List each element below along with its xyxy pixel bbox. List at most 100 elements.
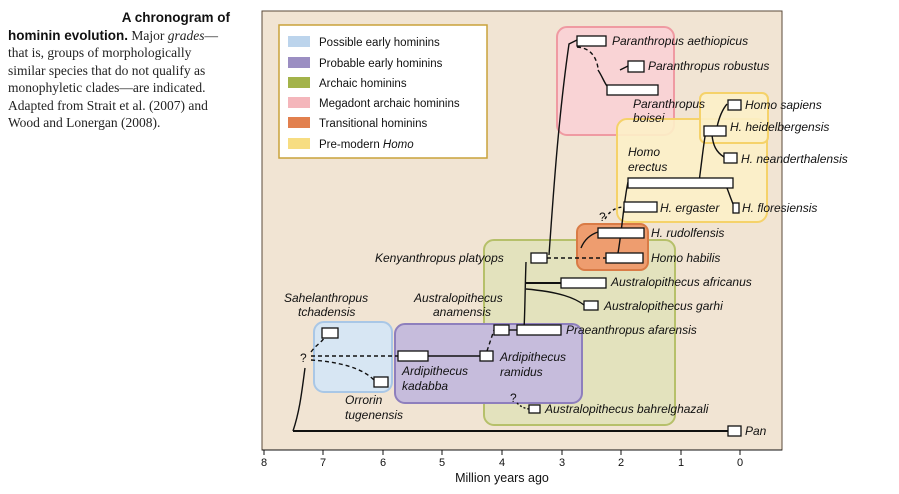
question-mark-ergaster: ? (599, 210, 606, 224)
bar-p-robustus (627, 60, 645, 73)
robustus-connector (619, 65, 629, 71)
label-h-rudolfensis: H. rudolfensis (651, 226, 724, 240)
x-axis-title: Million years ago (455, 471, 549, 485)
label-h-sapiens: Homo sapiens (745, 98, 822, 112)
tick-label-8: 8 (261, 457, 267, 469)
x-axis: 8 7 6 5 4 3 2 1 0 Million years ago (261, 449, 782, 485)
orrorin-dashed (310, 359, 375, 381)
legend-swatch-premodern (288, 138, 310, 149)
legend-label-archaic: Archaic hominins (319, 78, 407, 90)
label-a-ramidus-1: Ardipithecus (499, 350, 566, 364)
label-p-boisei-2: boisei (633, 111, 665, 125)
legend-label-megadont: Megadont archaic hominins (319, 98, 460, 110)
bar-h-erectus (627, 177, 734, 189)
label-p-afarensis: Praeanthropus afarensis (566, 323, 697, 337)
tick-label-6: 6 (380, 457, 386, 469)
label-h-heidelbergensis: H. heidelbergensis (730, 120, 829, 134)
label-o-tugenensis-2: tugenensis (345, 408, 403, 422)
bar-h-rudolfensis (597, 227, 645, 239)
bar-h-ergaster (623, 201, 658, 213)
bar-h-heidelbergensis (703, 125, 727, 137)
bar-pan (727, 425, 742, 437)
tick-label-4: 4 (499, 457, 505, 469)
legend-label-premodern-text: Pre-modern (319, 139, 383, 151)
sapiens-branch (716, 103, 728, 128)
tick-label-1: 1 (678, 457, 684, 469)
legend-label-premodern-em: Homo (383, 139, 414, 151)
species-labels: Paranthropus aethiopicus Paranthropus ro… (284, 34, 848, 438)
label-a-africanus: Australopithecus africanus (610, 275, 752, 289)
label-a-garhi: Australopithecus garhi (603, 299, 723, 313)
bar-p-boisei (606, 84, 659, 96)
figure-caption: A chronogram of hominin evolution. Major… (8, 9, 230, 132)
legend-swatch-possible (288, 36, 310, 47)
grade-box-megadont (556, 26, 675, 136)
label-a-ramidus-2: ramidus (500, 365, 543, 379)
bar-p-aethiopicus (576, 35, 607, 47)
bar-k-platyops (530, 252, 548, 264)
label-s-tchadensis-1: Sahelanthropus (284, 291, 368, 305)
legend-swatch-transitional (288, 117, 310, 128)
bar-p-afarensis (516, 324, 562, 336)
bar-h-habilis (605, 252, 644, 264)
species-bars (321, 35, 742, 437)
caption-lead: hominin evolution. (8, 27, 128, 43)
root-line (292, 367, 306, 432)
label-h-erectus-2: erectus (628, 160, 667, 174)
tick-label-0: 0 (737, 457, 743, 469)
tick-label-5: 5 (439, 457, 445, 469)
bar-s-tchadensis (321, 327, 339, 339)
ergaster-dashed (604, 206, 625, 220)
label-k-platyops: Kenyanthropus platyops (375, 251, 504, 265)
caption-body-2: —that is, groups of morphologically simi… (8, 27, 218, 131)
bar-o-tugenensis (373, 376, 389, 388)
label-pan: Pan (745, 424, 767, 438)
lineage-lines (292, 39, 735, 432)
legend-label-premodern: Pre-modern Homo (319, 139, 414, 151)
label-h-erectus-1: Homo (628, 145, 660, 159)
bar-a-garhi (583, 300, 599, 311)
legend-swatch-probable (288, 57, 310, 68)
homo-erectus-trunk (617, 181, 629, 254)
label-p-aethiopicus: Paranthropus aethiopicus (612, 34, 748, 48)
caption-body-em: grades (167, 27, 205, 43)
grade-box-possible (313, 321, 393, 393)
neanderthalensis-branch (711, 134, 725, 158)
bar-a-bahrelghazali (528, 404, 541, 414)
label-h-neanderthalensis: H. neanderthalensis (741, 152, 848, 166)
legend-swatch-archaic (288, 77, 310, 88)
bar-a-ramidus (479, 350, 494, 362)
legend-swatch-megadont (288, 97, 310, 108)
label-h-ergaster: H. ergaster (660, 201, 720, 215)
caption-title: A chronogram of (121, 10, 230, 25)
anamensis-dashed (486, 329, 495, 352)
bar-a-anamensis (493, 324, 510, 336)
bar-a-kadabba (397, 350, 429, 362)
label-a-anamensis-2: anamensis (433, 305, 491, 319)
robustus-dashed (576, 46, 599, 69)
boisei-connector (597, 69, 608, 87)
legend-label-possible: Possible early hominins (319, 37, 440, 49)
rudolfensis-branch (580, 231, 599, 249)
tick-label-7: 7 (320, 457, 326, 469)
label-s-tchadensis-2: tchadensis (298, 305, 355, 319)
bar-h-neanderthalensis (723, 152, 738, 164)
sahelanthropus-dashed (310, 337, 325, 353)
legend-label-transitional: Transitional hominins (319, 118, 427, 130)
tick-label-3: 3 (559, 457, 565, 469)
legend-label-probable: Probable early hominins (319, 58, 443, 70)
bahrelghazali-dashed (516, 402, 530, 410)
legend: Possible early hominins Probable early h… (278, 24, 488, 159)
bar-a-africanus (560, 277, 607, 289)
bar-h-sapiens (727, 99, 742, 111)
question-mark-root: ? (300, 351, 307, 365)
label-a-bahrelghazali: Australopithecus bahrelghazali (544, 402, 709, 416)
label-h-floresiensis: H. floresiensis (742, 201, 817, 215)
question-mark-bahrelghazali: ? (510, 391, 517, 405)
grade-box-probable (394, 323, 583, 404)
garhi-line (525, 288, 585, 306)
bar-h-floresiensis (732, 202, 740, 214)
x-axis-tick-marks (263, 450, 741, 455)
legend-frame (278, 24, 488, 159)
